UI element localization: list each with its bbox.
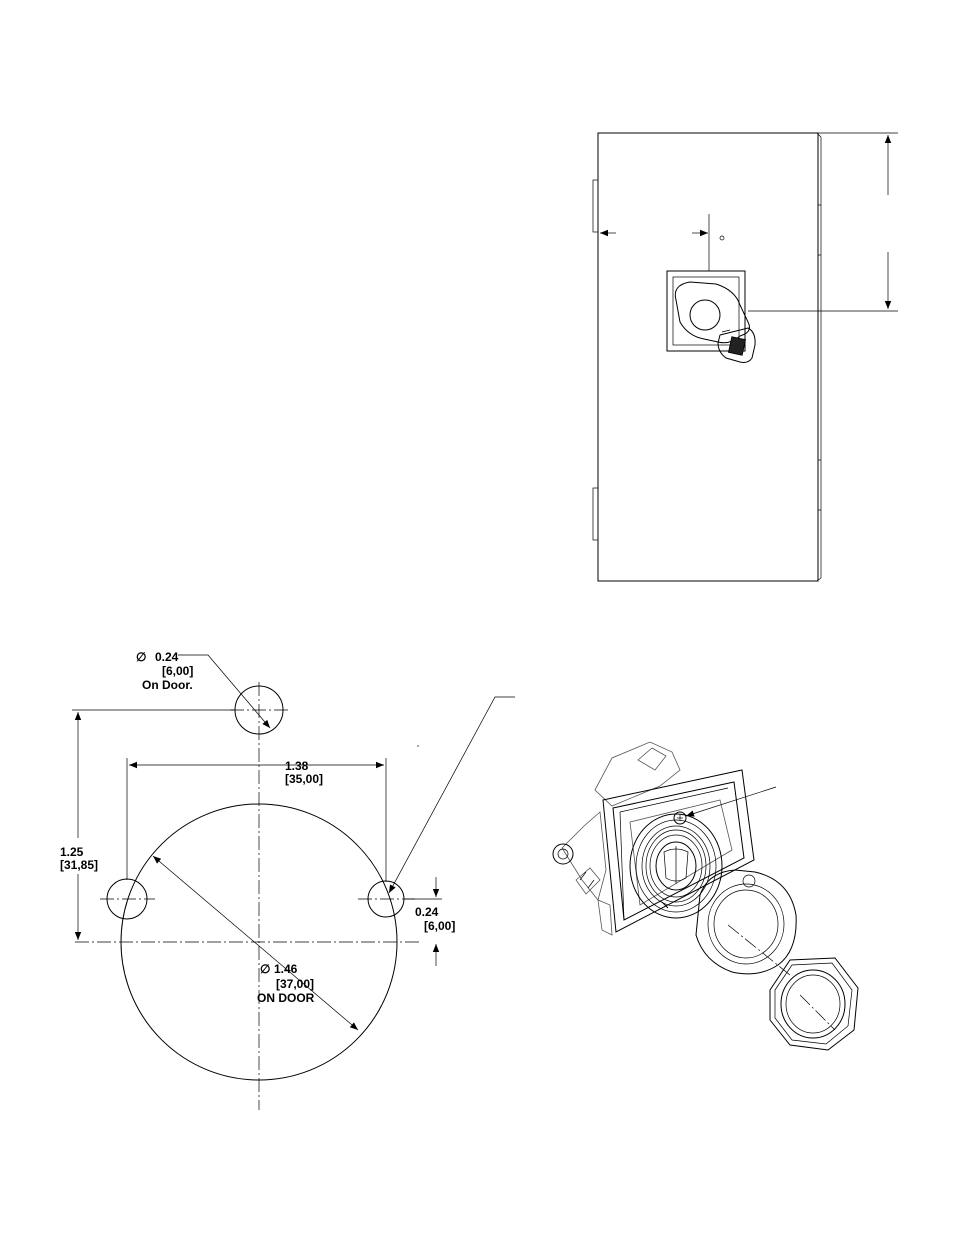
large-hole-dia-value: 1.46: [274, 962, 298, 976]
handle-shaft-circle: [690, 300, 720, 330]
small-hole-dia-metric: [6,00]: [162, 664, 193, 678]
enclosure-body: [598, 133, 818, 581]
lower-hinge: [593, 488, 598, 540]
door-cutout-view: ∅ 0.24 [6,00] On Door. 1.38 [35,00] 1.25…: [60, 650, 515, 1110]
gasket-plate: [696, 870, 796, 975]
threaded-shaft: [630, 812, 722, 918]
offset-dim-metric: [6,00]: [424, 919, 455, 933]
large-hole-dia-symbol: ∅: [260, 962, 270, 976]
upper-hinge: [593, 180, 598, 232]
enclosure-front-view: [593, 133, 898, 581]
offset-dim-value: 0.24: [415, 905, 439, 919]
large-hole-note: ON DOOR: [257, 991, 315, 1005]
rotary-handle: [675, 282, 755, 363]
large-hole-dia-metric: [37,00]: [276, 977, 314, 991]
exploded-assembly-view: [553, 742, 858, 1050]
small-hole-note: On Door.: [142, 678, 193, 692]
small-hole-dia-value: 0.24: [155, 650, 179, 664]
switch-mechanism: [553, 742, 680, 935]
small-hole-dia-symbol: ∅: [136, 650, 146, 664]
width-dim-value: 1.38: [285, 759, 309, 773]
handle-bezel-iso: [603, 770, 754, 932]
hex-nut: [770, 958, 858, 1050]
height-dim-value: 1.25: [60, 845, 84, 859]
door-hole-mark: [720, 236, 724, 240]
screw-leader: [686, 787, 776, 816]
height-dim-metric: [31,85]: [60, 858, 98, 872]
width-dim-metric: [35,00]: [285, 772, 323, 786]
